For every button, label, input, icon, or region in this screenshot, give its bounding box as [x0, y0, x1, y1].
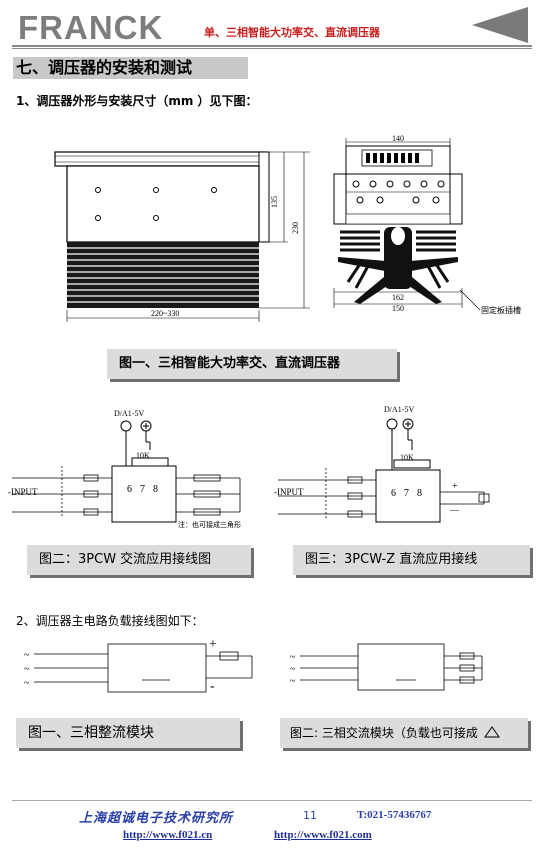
pin-8-dc: 8 — [417, 488, 422, 499]
page-number: 11 — [303, 809, 317, 822]
caption-figure-2: 图二：3PCW 交流应用接线图 — [27, 545, 251, 575]
footer-divider — [12, 800, 532, 801]
footer-telephone: T:021-57436767 — [357, 809, 432, 821]
item-1-text: 1、调压器外形与安装尺寸（mm ）见下图： — [16, 94, 258, 108]
rectifier-minus: - — [210, 679, 215, 694]
dim-height-outer: 230 — [291, 222, 300, 234]
header-title: 单、三相智能大功率交、直流调压器 — [204, 26, 380, 39]
caption-rectifier-module: 图一、三相整流模块 — [16, 718, 240, 748]
input-label-dc: -INPUT — [274, 487, 304, 497]
control-voltage-label-2: D/A1-5V — [384, 405, 414, 414]
ac-module-diagram: ~ ~ ~ — [290, 643, 483, 691]
caption-ac-module: 图二: 三相交流模块（负载也可接成 — [280, 718, 528, 748]
pin-7: 7 — [140, 484, 145, 495]
caption-ac-module-text: 图二: 三相交流模块（负载也可接成 — [290, 726, 478, 740]
dim-width-front: 220~330 — [151, 309, 179, 318]
item-2-text: 2、调压器主电路负载接线图如下： — [16, 614, 204, 628]
caption-figure-3: 图三：3PCW-Z 直流应用接线 — [293, 545, 530, 575]
input-label: -INPUT — [8, 487, 38, 497]
ac-phase-c-tilde: ~ — [290, 676, 296, 687]
mount-slot-label: 固定板插槽 — [481, 305, 521, 315]
side-view-drawing: 140 162 150 固定板插槽 — [333, 134, 521, 315]
caption-figure-1: 图一、三相智能大功率交、直流调压器 — [107, 349, 397, 379]
rectifier-module-diagram: ~ ~ ~ + - — [24, 637, 253, 694]
ac-wiring-diagram: D/A1-5V 10K 6 7 8 -INPUT 注：也可接成三角形 — [8, 409, 241, 529]
footer-institute: 上海超诚电子技术研究所 — [79, 811, 234, 826]
dc-wiring-diagram: D/A1-5V 10K 6 7 8 -INPUT + — — [274, 405, 490, 523]
dc-plus: + — [452, 481, 458, 492]
dim-height-inner: 135 — [270, 196, 279, 208]
rectifier-plus: + — [209, 637, 217, 652]
pin-7-dc: 7 — [404, 488, 409, 499]
dc-minus: — — [449, 505, 460, 515]
dim-top-side: 140 — [392, 134, 404, 143]
phase-b-tilde: ~ — [24, 664, 30, 675]
wiring-note: 注：也可接成三角形 — [178, 520, 241, 529]
delta-triangle-icon — [483, 726, 500, 738]
footer-link-com[interactable]: http://www.f021.com — [274, 829, 372, 841]
ac-phase-a-tilde: ~ — [290, 652, 296, 663]
pin-8: 8 — [153, 484, 158, 495]
section-title: 七、调压器的安装和测试 — [13, 57, 248, 79]
control-voltage-label: D/A1-5V — [114, 409, 144, 418]
front-view-drawing: 220~330 135 230 — [54, 151, 310, 322]
pin-6: 6 — [127, 484, 132, 495]
header-divider-thin — [12, 48, 532, 49]
header-triangle-icon — [472, 7, 528, 43]
phase-c-tilde: ~ — [24, 678, 30, 689]
phase-a-tilde: ~ — [24, 650, 30, 661]
dim-bottom-outer: 150 — [392, 304, 404, 313]
ac-phase-b-tilde: ~ — [290, 664, 296, 675]
franck-logo: FRANCK — [18, 9, 164, 46]
footer-link-cn[interactable]: http://www.f021.cn — [123, 829, 213, 841]
dim-bottom-inner: 162 — [392, 293, 404, 302]
pot-label-2: 10K — [400, 453, 414, 462]
header-divider — [12, 45, 532, 47]
pin-6-dc: 6 — [391, 488, 396, 499]
pot-label: 10K — [136, 451, 150, 460]
